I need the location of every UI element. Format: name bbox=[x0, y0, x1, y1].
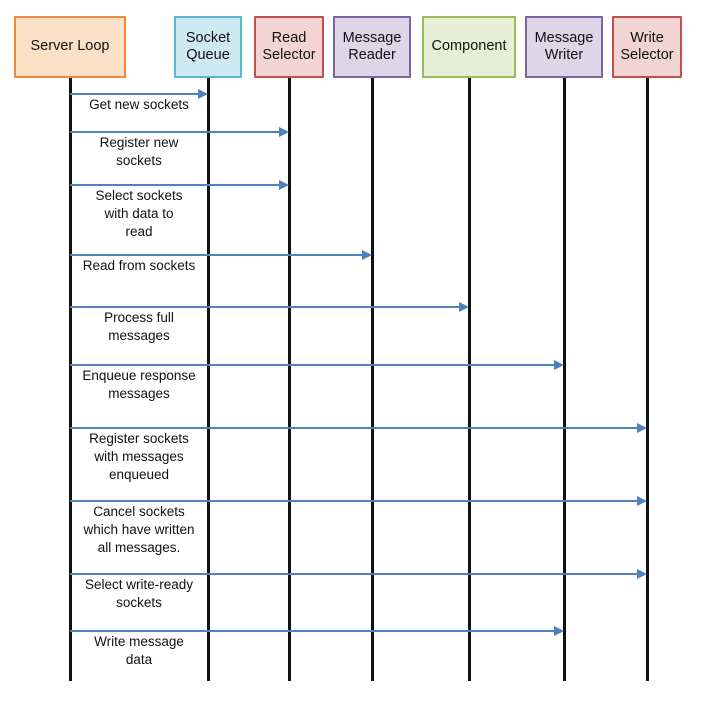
lifeline-socket-queue bbox=[207, 78, 210, 681]
participant-component[interactable]: Component bbox=[422, 16, 516, 78]
arrowhead-icon bbox=[554, 360, 564, 370]
message-line bbox=[70, 184, 281, 186]
message-line bbox=[70, 254, 364, 256]
lifeline-server-loop bbox=[69, 78, 72, 681]
participant-read-selector[interactable]: Read Selector bbox=[254, 16, 324, 78]
message-line bbox=[70, 306, 461, 308]
message-label: Enqueue response messages bbox=[82, 368, 196, 401]
participant-server-loop[interactable]: Server Loop bbox=[14, 16, 126, 78]
message-line bbox=[70, 573, 639, 575]
message-label: Select sockets with data to read bbox=[95, 188, 183, 239]
lifeline-write-selector bbox=[646, 78, 649, 681]
message-label: Read from sockets bbox=[82, 258, 196, 273]
arrowhead-icon bbox=[279, 127, 289, 137]
message-label: Register new sockets bbox=[99, 135, 179, 168]
lifeline-message-writer bbox=[563, 78, 566, 681]
lifeline-message-reader bbox=[371, 78, 374, 681]
arrowhead-icon bbox=[198, 89, 208, 99]
message-label: Write message data bbox=[94, 634, 184, 667]
arrowhead-icon bbox=[459, 302, 469, 312]
message-label: Process full messages bbox=[104, 310, 174, 343]
message-line bbox=[70, 500, 639, 502]
arrowhead-icon bbox=[279, 180, 289, 190]
message-line bbox=[70, 93, 200, 95]
participant-socket-queue[interactable]: Socket Queue bbox=[174, 16, 242, 78]
participant-message-writer[interactable]: Message Writer bbox=[525, 16, 603, 78]
message-label: Register sockets with messages enqueued bbox=[89, 431, 189, 482]
arrowhead-icon bbox=[554, 626, 564, 636]
message-label: Cancel sockets which have written all me… bbox=[83, 504, 195, 555]
message-line bbox=[70, 427, 639, 429]
message-line bbox=[70, 630, 556, 632]
message-line bbox=[70, 364, 556, 366]
lifeline-component bbox=[468, 78, 471, 681]
arrowhead-icon bbox=[362, 250, 372, 260]
participant-write-selector[interactable]: Write Selector bbox=[612, 16, 682, 78]
lifeline-read-selector bbox=[288, 78, 291, 681]
arrowhead-icon bbox=[637, 496, 647, 506]
arrowhead-icon bbox=[637, 423, 647, 433]
message-label: Get new sockets bbox=[89, 97, 189, 112]
message-label: Select write-ready sockets bbox=[84, 577, 194, 610]
message-line bbox=[70, 131, 281, 133]
arrowhead-icon bbox=[637, 569, 647, 579]
participant-message-reader[interactable]: Message Reader bbox=[333, 16, 411, 78]
